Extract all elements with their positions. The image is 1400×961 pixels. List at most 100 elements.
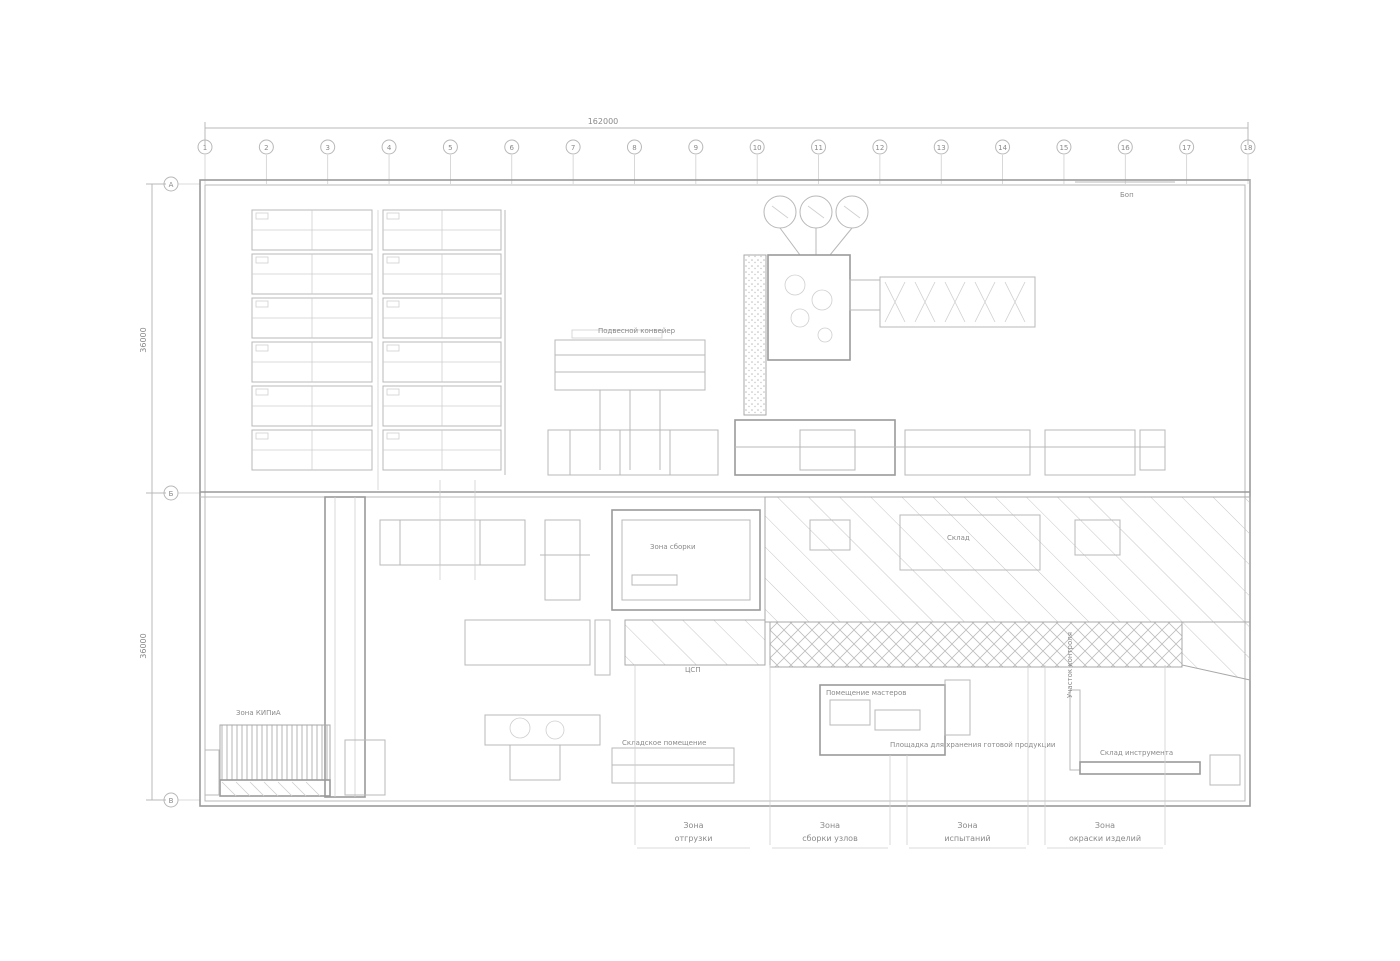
column-axis-marker: 13 [933,139,949,184]
overhead-conveyor: Подвесной конвейер [554,327,706,470]
column-axis-label: 15 [1059,144,1068,152]
bottom-zone-box: Зона отгрузки [637,821,750,849]
column-axis-marker: 11 [811,139,827,184]
column-axis-marker: 9 [688,139,704,184]
bottom-zone-subtitle: сборки узлов [802,834,858,843]
hatched-zone: Склад ЦСП [624,496,1251,681]
rack-cell [251,209,373,251]
rack-cell [382,297,502,339]
top-right-note: Боп [1120,191,1134,199]
overall-dimension: 162000 [204,117,1249,145]
rack-cell [251,341,373,383]
column-axis-label: 8 [632,144,636,152]
mid-strip-rooms [547,419,1166,476]
interior-lines [377,210,1166,845]
column-axis-label: 9 [694,144,698,152]
bottom-zone-subtitle: отгрузки [675,834,713,843]
column-axis-label: 14 [998,144,1007,152]
column-axis-label: 16 [1121,144,1130,152]
column-axis-marker: 5 [442,139,458,184]
column-axis-marker: 3 [320,139,336,184]
row-axis-label: A [169,181,174,189]
column-axis-marker: 6 [504,139,520,184]
lower-machinery: Складское помещение [484,714,735,784]
rack-cell [382,341,502,383]
column-axis-marker: 14 [995,139,1011,184]
column-axis-label: 1 [203,144,207,152]
rack-cell [251,297,373,339]
storage-room-label: Складское помещение [622,739,706,747]
column-axis-label: 18 [1244,144,1253,152]
row-axis-label: Б [169,490,174,498]
rack-cell [382,385,502,427]
machine-room [767,254,1036,361]
column-axis-label: 3 [325,144,329,152]
column-axis-marker: 1 [197,139,213,184]
rack-cell [382,253,502,295]
row-axis-label: В [169,797,174,805]
rack-cell [382,209,502,251]
column-axis-label: 4 [387,144,392,152]
tool-room-label: Склад инструмента [1100,749,1173,757]
rack-cell [251,253,373,295]
column-axis-label: 13 [937,144,946,152]
bottom-zone-title: Зона [820,821,840,830]
bottom-zone-title: Зона [683,821,703,830]
column-axis-label: 7 [571,144,575,152]
conveyor-label: Подвесной конвейер [598,327,676,335]
row-axes: A Б В [163,176,200,808]
column-axis-marker: 7 [565,139,581,184]
column-axis-label: 5 [448,144,452,152]
bottom-zone-box: Зона сборки узлов [772,821,888,849]
gravel-strip [743,254,767,416]
work-area-label: Зона сборки [650,543,696,551]
bottom-left-label: Зона КИПиА [236,709,281,717]
column-axis-label: 12 [875,144,884,152]
column-axis-label: 11 [814,144,823,152]
left-dimension-top: 36000 [139,327,148,352]
left-dimension-bottom: 36000 [139,633,148,658]
column-axis-label: 17 [1182,144,1191,152]
column-axis-marker: 15 [1056,139,1072,184]
right-bottom-area: Склад инструмента Площадка для хранения … [890,632,1241,786]
column-axis-marker: 12 [872,139,888,184]
storage-racks [251,209,506,475]
bottom-zone-box: Зона окраски изделий [1047,821,1163,849]
bottom-zone-boxes: Зона отгрузки Зона сборки узлов Зона испытани… [637,821,1163,849]
column-axis-marker: 10 [749,139,765,184]
bottom-zone-box: Зона испытаний [909,821,1026,849]
control-room-label: Помещение мастеров [826,689,906,697]
column-axis-marker: 18 [1240,139,1256,184]
side-label: Участок контроля [1066,632,1074,698]
bottom-zone-title: Зона [957,821,977,830]
column-axis-label: 2 [264,144,268,152]
column-axis-marker: 8 [626,139,642,184]
rack-cell [382,429,502,471]
row-axis-marker: Б [163,485,200,501]
row-axis-marker: A [163,176,200,192]
work-area: Зона сборки [611,509,761,611]
bottom-zone-title: Зона [1095,821,1115,830]
tank-group [763,195,869,256]
overall-dimension-label: 162000 [588,117,619,126]
lower-corridor [324,496,611,798]
bottom-left-area: Зона КИПиА [204,709,386,797]
column-axis-marker: 4 [381,139,397,184]
bottom-zone-subtitle: окраски изделий [1069,834,1141,843]
hatch-zone-label: Склад [947,534,970,542]
left-dimensions: 36000 36000 [139,183,166,801]
column-axis-label: 6 [510,144,515,152]
column-axis-label: 10 [753,144,762,152]
hall-notes: Площадка для хранения готовой продукции [890,741,1055,749]
column-axis-marker: 2 [258,139,274,184]
column-axis-marker: 16 [1117,139,1133,184]
row-axis-marker: В [163,792,200,808]
bottom-zone-subtitle: испытаний [944,834,990,843]
column-axis-marker: 17 [1179,139,1195,184]
control-room: Помещение мастеров [819,679,971,756]
rack-cell [251,385,373,427]
rack-cell [251,429,373,471]
hatch-label: ЦСП [685,666,701,674]
